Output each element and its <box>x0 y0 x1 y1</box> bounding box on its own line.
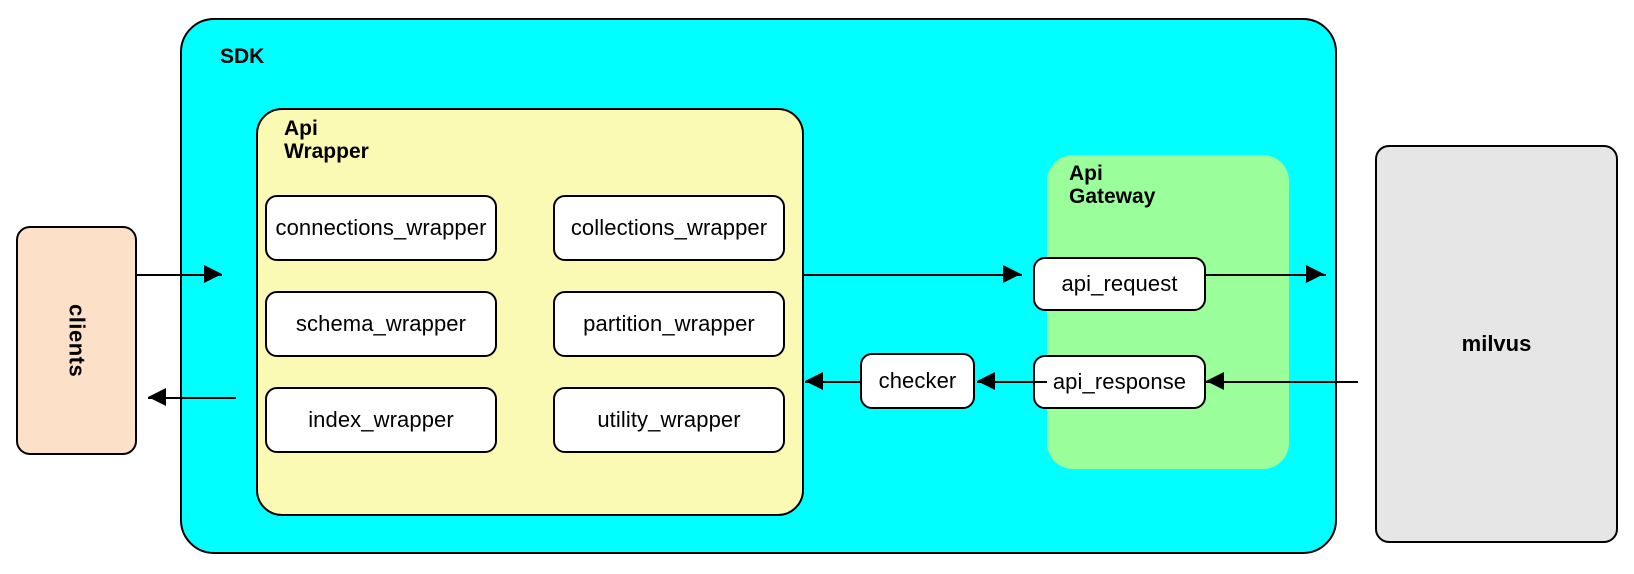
api-gateway-container: Api Gateway <box>1047 155 1289 469</box>
node-milvus[interactable]: milvus <box>1375 145 1618 543</box>
module-connections-wrapper[interactable]: connections_wrapper <box>265 195 497 261</box>
node-clients[interactable]: clients <box>16 226 137 455</box>
module-api-request[interactable]: api_request <box>1033 257 1206 311</box>
module-collections-wrapper[interactable]: collections_wrapper <box>553 195 785 261</box>
node-checker[interactable]: checker <box>860 353 975 409</box>
arrowhead-right-icon <box>1306 265 1324 283</box>
arrowhead-right-icon <box>1003 265 1021 283</box>
connector-milvus-to-api-response <box>1206 381 1358 383</box>
connector-api-wrapper-to-clients <box>148 397 236 399</box>
module-utility-wrapper[interactable]: utility_wrapper <box>553 387 785 453</box>
connector-api-response-to-checker <box>977 381 1047 383</box>
module-api-response[interactable]: api_response <box>1033 355 1206 409</box>
arrowhead-left-icon <box>1206 372 1224 390</box>
api-wrapper-label: Api Wrapper <box>284 117 369 163</box>
clients-label: clients <box>64 303 90 378</box>
arrowhead-left-icon <box>148 388 166 406</box>
connector-clients-to-api-wrapper <box>137 274 222 276</box>
connector-checker-to-api-wrapper <box>805 381 862 383</box>
arrowhead-right-icon <box>204 265 222 283</box>
arrowhead-left-icon <box>977 372 995 390</box>
sdk-label: SDK <box>220 45 265 68</box>
arrowhead-left-icon <box>805 372 823 390</box>
milvus-label: milvus <box>1461 331 1532 356</box>
connector-api-request-to-milvus <box>1206 274 1326 276</box>
connector-api-wrapper-to-api-gateway <box>802 274 1022 276</box>
module-index-wrapper[interactable]: index_wrapper <box>265 387 497 453</box>
api-gateway-label: Api Gateway <box>1069 162 1156 208</box>
module-schema-wrapper[interactable]: schema_wrapper <box>265 291 497 357</box>
module-partition-wrapper[interactable]: partition_wrapper <box>553 291 785 357</box>
